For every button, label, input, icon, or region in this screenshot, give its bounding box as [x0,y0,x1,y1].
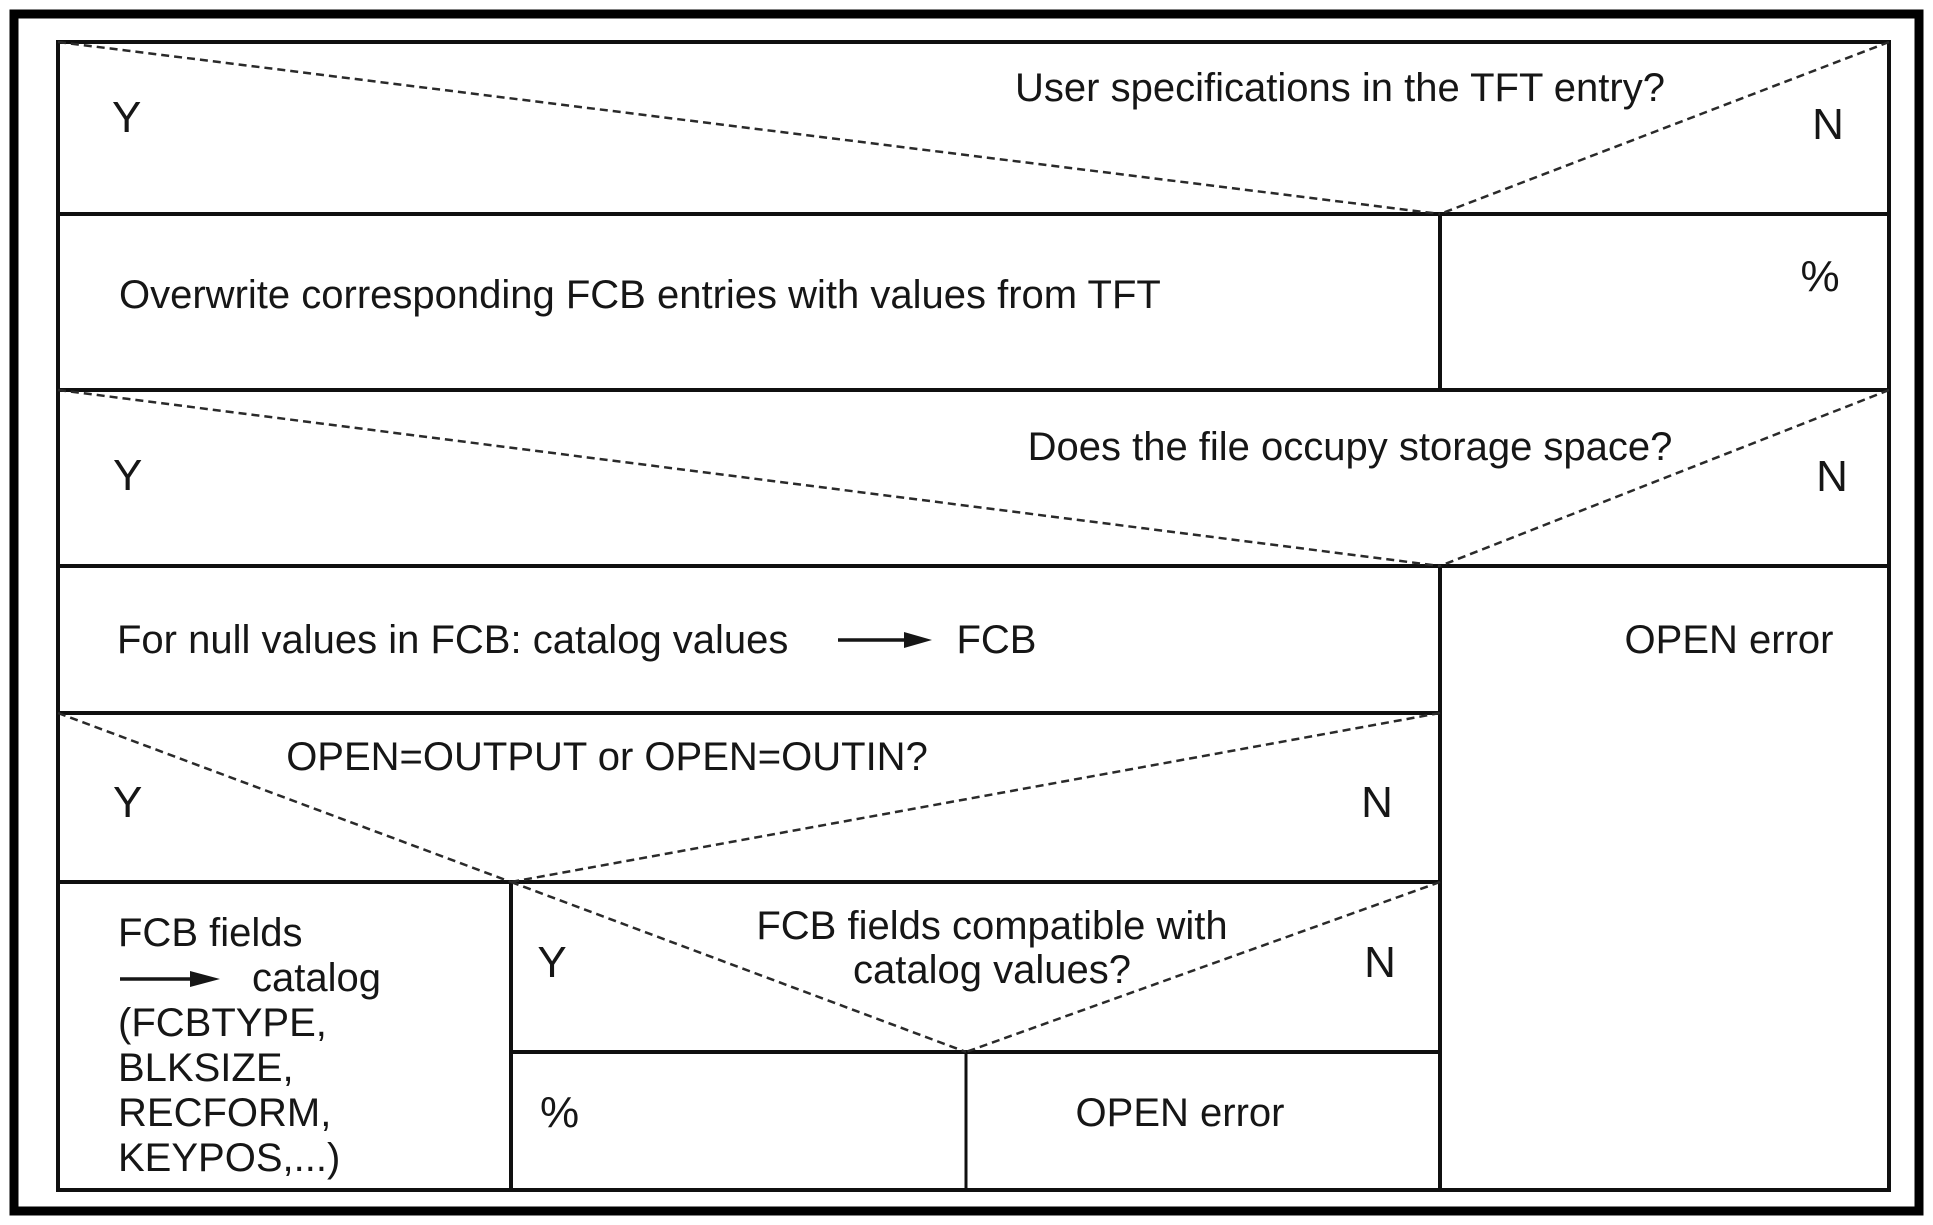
fcb-fields-line-1: FCB fields [118,911,303,955]
overwrite-action-cell: Overwrite corresponding FCB entries with… [119,273,1161,317]
decision-1-condition: User specifications in the TFT entry? [1015,66,1665,110]
open-error-column-cell: OPEN error [1624,618,1834,662]
overwrite-no-result-cell: % [1800,251,1840,301]
decision-1-no-label: N [1812,99,1844,149]
decision-3-no-label: N [1361,777,1393,827]
decision-4-no-label: N [1364,937,1396,987]
right-arrow-icon [120,970,220,987]
decision-2-yes-label: Y [113,450,143,500]
fcb-fields-cell: FCB fields catalog (FCBTYPE, BLKSIZE, RE… [118,911,381,1181]
outer-border [9,9,1924,1216]
decision-3-condition: OPEN=OUTPUT or OPEN=OUTIN? [286,735,928,779]
decision-4-condition-line-1: FCB fields compatible with [756,904,1228,948]
fcb-fields-line-5: RECFORM, [118,1091,332,1135]
fcb-fields-catalog-text: catalog [252,956,381,1000]
decision-1-yes-label: Y [112,92,142,142]
right-arrow-icon [838,632,933,648]
decision-3-yes-label: Y [113,777,143,827]
fcb-fields-line-2: catalog [118,956,381,1001]
null-values-action-cell: For null values in FCB: catalog values F… [117,618,1036,662]
decision-4-condition-line-2: catalog values? [853,948,1131,992]
decision-2-condition: Does the file occupy storage space? [1027,425,1673,469]
fcb-fields-line-3: (FCBTYPE, [118,1001,327,1045]
null-values-target: FCB [956,618,1037,662]
decision-2-no-label: N [1816,451,1848,501]
decision-diagonals [57,40,1890,1054]
compat-no-result-cell: OPEN error [1075,1091,1285,1135]
inner-frame [56,40,1891,1192]
fcb-fields-line-6: KEYPOS,...) [118,1136,341,1180]
fcb-fields-line-4: BLKSIZE, [118,1046,294,1090]
decision-4-condition: FCB fields compatible with catalog value… [756,904,1227,992]
compat-yes-result-cell: % [540,1087,580,1137]
null-values-text: For null values in FCB: catalog values [117,618,789,662]
decision-4-yes-label: Y [537,937,567,987]
